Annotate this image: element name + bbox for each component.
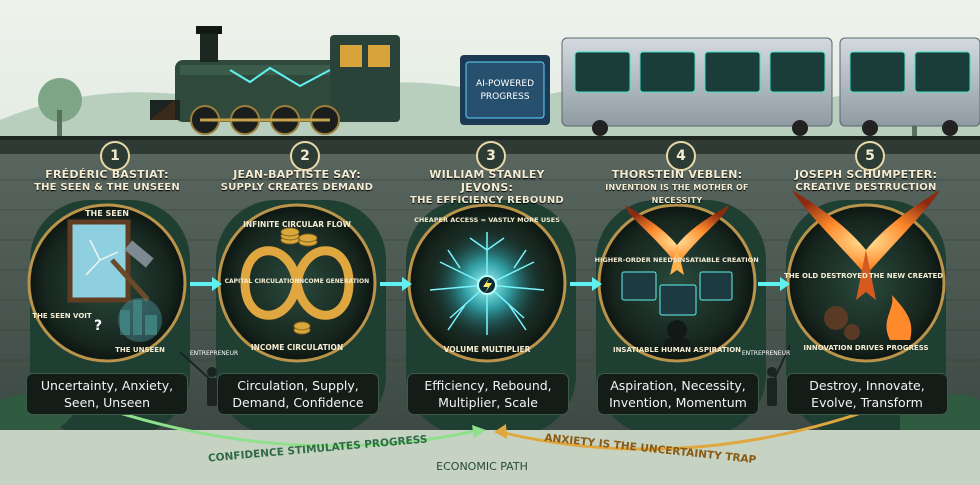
ai-car: [460, 55, 550, 125]
keywords-line-1: Destroy, Innovate,: [809, 378, 925, 393]
keywords-line-1: Circulation, Supply,: [237, 378, 359, 393]
medallion-2: [217, 203, 377, 363]
keywords-line-2: Invention, Momentum: [609, 395, 747, 410]
ground: [0, 430, 980, 485]
m1-label-unseen: THE UNSEEN: [115, 346, 165, 354]
economic-path-label: ECONOMIC PATH: [436, 460, 528, 473]
keywords-line-2: Demand, Confidence: [232, 395, 364, 410]
monitors-icon: [621, 271, 733, 316]
keywords-bastiat: Uncertainty, Anxiety, Seen, Unseen: [27, 374, 187, 414]
passenger-cars: [561, 37, 980, 136]
medallion-3: [407, 203, 567, 363]
keywords-line-2: Multiplier, Scale: [438, 395, 538, 410]
economist-subtitle: THE EFFICIENCY REBOUND: [410, 195, 564, 206]
economist-name: WILLIAM STANLEY JEVONS:: [429, 168, 545, 194]
flow-arrows: [190, 277, 790, 291]
m1-question: ?: [94, 318, 102, 334]
step-number-4: 4: [666, 141, 696, 171]
confidence-arrowhead: [472, 425, 486, 438]
header-schumpeter: JOSEPH SCHUMPETER: CREATIVE DESTRUCTION: [781, 168, 951, 194]
m4-label-needs: HIGHER-ORDER NEEDS: [595, 256, 678, 264]
step-number-2: 2: [290, 141, 320, 171]
m3-label-access: CHEAPER ACCESS = VASTLY MORE USES: [414, 216, 560, 224]
network-tree-icon: [429, 232, 545, 335]
keywords-say: Circulation, Supply, Demand, Confidence: [218, 374, 378, 414]
m5-label-innovation: INNOVATION DRIVES PROGRESS: [803, 344, 928, 352]
person-icon: [667, 320, 687, 340]
economist-subtitle: CREATIVE DESTRUCTION: [795, 182, 937, 193]
entrepreneur-figures: [179, 344, 791, 406]
m5-label-new: THE NEW CREATED: [869, 272, 943, 280]
economist-name: FRÉDÉRIC BASTIAT:: [45, 168, 169, 181]
economist-subtitle: INVENTION IS THE MOTHER OF NECESSITY: [605, 183, 749, 205]
ai-car-label-1: AI-POWERED: [476, 79, 534, 89]
keywords-line-1: Uncertainty, Anxiety,: [40, 378, 174, 393]
header-bastiat: FRÉDÉRIC BASTIAT: THE SEEN & THE UNSEEN: [22, 168, 192, 194]
city-skyline-icon: [120, 300, 157, 335]
step-number-1: 1: [100, 141, 130, 171]
flames-icon: [886, 295, 912, 340]
anxiety-arrow: [499, 408, 871, 451]
m2-label-income-gen: INCOME GENERATION: [297, 278, 369, 285]
broken-window-icon: [67, 219, 131, 303]
entrepreneur-label-right: ENTREPRENEUR: [742, 350, 790, 357]
economist-subtitle: THE SEEN & THE UNSEEN: [34, 182, 180, 193]
m4-label-aspiration: INSATIABLE HUMAN ASPIRATION: [613, 346, 741, 354]
keywords-line-2: Evolve, Transform: [811, 395, 923, 410]
rail-track: [0, 136, 980, 140]
keywords-line-1: Aspiration, Necessity,: [610, 378, 746, 393]
economist-name: JOSEPH SCHUMPETER:: [794, 168, 938, 181]
header-say: JEAN-BAPTISTE SAY: SUPPLY CREATES DEMAND: [212, 168, 382, 194]
m1-label-seen: THE SEEN: [85, 209, 129, 218]
header-veblen: THORSTEIN VEBLEN: INVENTION IS THE MOTHE…: [592, 168, 762, 207]
anxiety-arrowhead: [494, 424, 507, 439]
medallion-5: [786, 190, 946, 363]
gears-icon: [824, 306, 860, 340]
economist-name: JEAN-BAPTISTE SAY:: [233, 168, 361, 181]
keywords-jevons: Efficiency, Rebound, Multiplier, Scale: [408, 374, 568, 414]
step-number-3: 3: [476, 141, 506, 171]
coin-stack-icon: [280, 227, 318, 335]
medallion-1: [27, 203, 187, 363]
hammer-icon: [110, 258, 150, 302]
keywords-schumpeter: Destroy, Innovate, Evolve, Transform: [787, 374, 947, 414]
step-number-5: 5: [855, 141, 885, 171]
confidence-arrow: [109, 408, 481, 448]
m2-label-income-circ: INCOME CIRCULATION: [251, 343, 343, 352]
keywords-line-2: Seen, Unseen: [63, 395, 151, 410]
m1-label-voit: THE SEEN VOIT: [32, 312, 92, 320]
ai-car-label-2: PROGRESS: [480, 92, 529, 102]
steam-locomotive: [150, 26, 400, 135]
economist-name: THORSTEIN VEBLEN:: [611, 168, 743, 181]
entrepreneur-label-left: ENTREPRENEUR: [190, 350, 238, 357]
keywords-veblen: Aspiration, Necessity, Invention, Moment…: [598, 374, 758, 414]
medallion-4: [597, 203, 757, 363]
keywords-line-1: Efficiency, Rebound,: [424, 378, 552, 393]
infinity-loop-icon: [240, 246, 354, 320]
m2-label-flow: INFINITE CIRCULAR FLOW: [243, 220, 352, 229]
m3-label-volume: VOLUME MULTIPLIER: [444, 345, 531, 354]
m4-label-creation: INSATIABLE CREATION: [677, 256, 758, 264]
header-jevons: WILLIAM STANLEY JEVONS: THE EFFICIENCY R…: [402, 168, 572, 207]
economist-subtitle: SUPPLY CREATES DEMAND: [220, 182, 374, 193]
m2-label-capital: CAPITAL CIRCULATION: [225, 278, 300, 285]
m5-label-old: THE OLD DESTROYED: [784, 272, 868, 280]
